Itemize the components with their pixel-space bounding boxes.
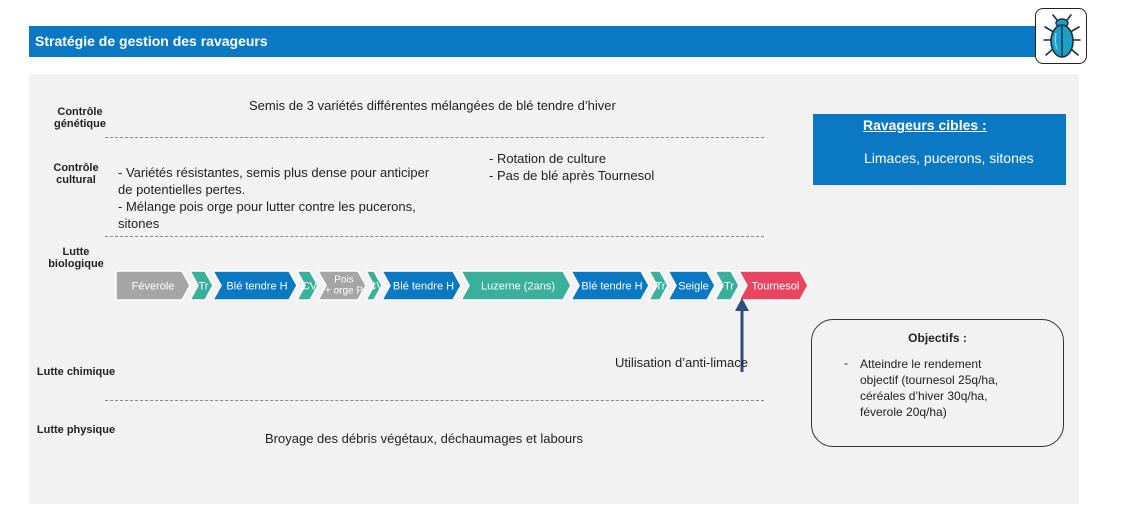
rotation-segment-label: Luzerne (2ans)	[481, 281, 555, 293]
page-title: Stratégie de gestion des ravageurs	[29, 26, 1037, 57]
objectives-text: Atteindre le rendement objectif (tournes…	[860, 356, 1050, 420]
cultural-left-line: - Mélange pois orge pour lutter contre l…	[118, 199, 416, 214]
cultural-left-line: de potentielles pertes.	[118, 182, 246, 197]
row-separator	[105, 137, 764, 138]
rotation-segment	[316, 270, 367, 301]
objectives-line: féverole 20q/ha)	[860, 405, 947, 419]
row-label-genetique: Contrôle génétique	[54, 106, 106, 130]
objectives-line: objectif (tournesol 25q/ha,	[860, 373, 999, 387]
rotation-segment	[459, 270, 572, 301]
cultural-right-line: - Rotation de culture	[489, 151, 607, 166]
physique-text: Broyage des débris végétaux, déchaumages…	[265, 431, 583, 446]
rotation-segment-label: Tr	[724, 281, 734, 293]
rotation-segment-label: Tr	[199, 281, 209, 293]
rotation-segment	[211, 270, 298, 301]
rotation-segment	[737, 270, 809, 301]
rotation-segment	[115, 270, 191, 301]
row-separator	[105, 400, 764, 401]
rotation-segment	[647, 270, 669, 301]
target-pests-title: Ravageurs cibles :	[863, 117, 987, 133]
cultural-left-line: - Variétés résistantes, semis plus dense…	[118, 165, 430, 180]
rotation-segment-label: Tournesol	[752, 281, 800, 293]
genetique-text: Semis de 3 variétés différentes mélangée…	[249, 98, 616, 113]
objectives-line: Atteindre le rendement	[860, 357, 982, 371]
rotation-segment	[666, 270, 716, 301]
row-label-biologique: Lutte biologique	[48, 246, 104, 270]
target-pests-box: Ravageurs cibles : Limaces, pucerons, si…	[813, 114, 1066, 185]
row-label-chimique: Lutte chimique	[36, 366, 116, 378]
rotation-segment	[569, 270, 650, 301]
row-label-physique: Lutte physique	[36, 424, 116, 436]
chimique-text: Utilisation d’anti-limace	[615, 355, 748, 370]
cultural-left-line: sitones	[118, 216, 160, 231]
rotation-segment-label: CV	[302, 281, 318, 293]
arrow-head-icon	[735, 298, 749, 311]
rotation-segment-label: Pois	[334, 275, 353, 286]
rotation-segment-label: CV	[368, 281, 384, 293]
cultural-right-line: - Pas de blé après Tournesol	[489, 168, 655, 183]
rotation-segment-label: Tr	[656, 281, 666, 293]
rotation-segment-label: + orge P	[325, 286, 363, 297]
cultural-left-text: - Variétés résistantes, semis plus dense…	[118, 164, 429, 232]
logo-badge	[1035, 8, 1087, 64]
rotation-segment-label: Blé tendre H	[393, 281, 454, 293]
beetle-icon	[1043, 14, 1081, 58]
rotation-segment	[380, 270, 462, 301]
rotation-segment	[713, 270, 740, 301]
target-pests-value: Limaces, pucerons, sitones	[864, 150, 1034, 166]
rotation-segment-label: Blé tendre H	[581, 281, 642, 293]
objectives-bullet: -	[844, 356, 848, 370]
rotation-segment-label: Seigle	[678, 281, 709, 293]
objectives-line: céréales d’hiver 30q/ha,	[860, 389, 988, 403]
cultural-right-text: - Rotation de culture - Pas de blé après…	[489, 150, 654, 184]
row-separator	[105, 236, 764, 237]
objectives-box: Objectifs : - Atteindre le rendement obj…	[811, 319, 1064, 447]
rotation-segment	[188, 270, 214, 301]
rotation-segment-label: Blé tendre H	[226, 281, 287, 293]
rotation-segment-label: Féverole	[132, 281, 175, 293]
row-label-cultural: Contrôle cultural	[53, 162, 99, 186]
objectives-title: Objectifs :	[908, 331, 967, 345]
rotation-segment	[364, 270, 383, 301]
rotation-segment	[295, 270, 319, 301]
